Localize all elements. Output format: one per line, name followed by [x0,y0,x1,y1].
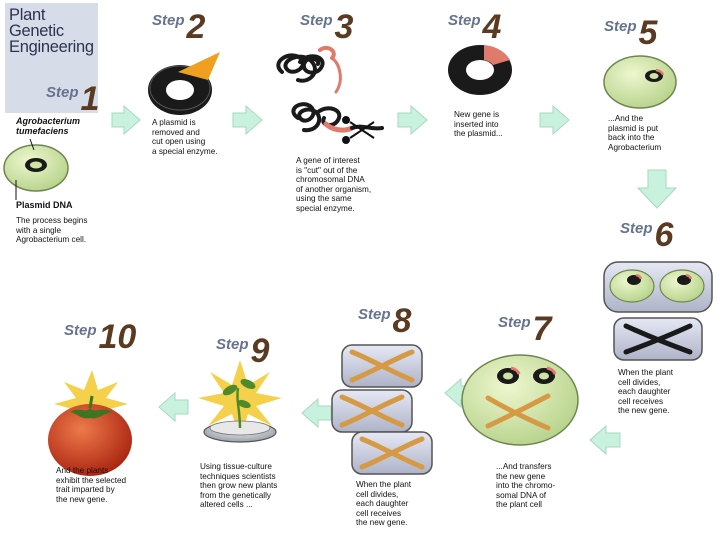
plant-cell-gene-transfer [461,354,579,446]
seedling-in-dish [198,360,282,443]
step-10-heading: Step10 [64,318,137,356]
flow-arrows [111,104,678,456]
chromosome-cell-6 [613,317,703,361]
step-4-number: 4 [482,8,502,46]
step-3-word: Step [300,12,333,29]
dividing-cells [331,344,433,475]
arrow-1-to-2 [111,104,141,136]
step-7-number: 7 [532,310,552,348]
step-9-heading: Step9 [216,332,270,370]
chromosomal-dna [276,45,384,133]
step-7-word: Step [498,314,531,331]
step-8-number: 8 [392,302,412,340]
step-1-number: 1 [80,80,100,118]
step-5-word: Step [604,18,637,35]
caption-step-8: When the plant cell divides, each daught… [356,480,412,528]
step-7-heading: Step7 [498,310,552,348]
step-3-number: 3 [334,8,354,46]
caption-step-1: The process begins with a single Agrobac… [16,216,88,245]
caption-step-6: When the plant cell divides, each daught… [618,368,674,416]
agrobacterium-label: Agrobacterium tumefaciens [16,116,81,136]
agrobacterium-cell [3,138,69,200]
step-6-word: Step [620,220,653,237]
arrow-9-to-10 [158,391,189,423]
step-9-word: Step [216,336,249,353]
step-10-word: Step [64,322,97,339]
caption-step-5: ...And the plasmid is put back into the … [608,114,662,152]
step-2-word: Step [152,12,185,29]
step-5-heading: Step5 [604,14,658,52]
step-8-heading: Step8 [358,302,412,340]
arrow-2-to-3 [232,104,263,136]
step-2-number: 2 [186,8,206,46]
arrow-5-to-6 [636,169,678,209]
step-1-heading: Step1 [46,80,100,118]
arrow-4-to-5 [539,104,570,136]
title-panel: Plant Genetic Engineering [5,3,98,113]
agrobacterium-with-plasmid [603,55,677,109]
step-4-word: Step [448,12,481,29]
tomato [48,370,132,476]
caption-step-9: Using tissue-culture techniques scientis… [200,462,278,510]
caption-step-7: ...And transfers the new gene into the c… [496,462,556,510]
caption-step-3: A gene of interest is "cut" out of the c… [296,156,372,213]
recombinant-plasmid [448,45,512,95]
scissors-icon [342,116,375,144]
caption-step-10: And the plants exhibit the selected trai… [56,466,127,504]
arrow-3-to-4 [397,104,428,136]
step-3-heading: Step3 [300,8,354,46]
step-9-number: 9 [250,332,270,370]
enzyme-wedge [178,52,220,80]
title-line-1: Plant [9,6,46,24]
step-10-number: 10 [98,318,137,356]
caption-step-2: A plasmid is removed and cut open using … [152,118,218,156]
step-2-heading: Step2 [152,8,206,46]
arrow-6-to-7 [589,424,621,456]
step-6-number: 6 [654,216,674,254]
step-1-word: Step [46,84,79,101]
cut-plasmid [148,52,220,115]
plant-cell-with-bacteria [603,261,713,313]
step-6-heading: Step6 [620,216,674,254]
title-line-2: Genetic [9,22,64,40]
caption-step-4: New gene is inserted into the plasmid... [454,110,503,139]
step-5-number: 5 [638,14,658,52]
step-4-heading: Step4 [448,8,502,46]
arrow-8-to-9 [301,397,332,429]
title-line-3: Engineering [9,38,94,56]
step-8-word: Step [358,306,391,323]
plasmid-dna-label: Plasmid DNA [16,200,73,210]
